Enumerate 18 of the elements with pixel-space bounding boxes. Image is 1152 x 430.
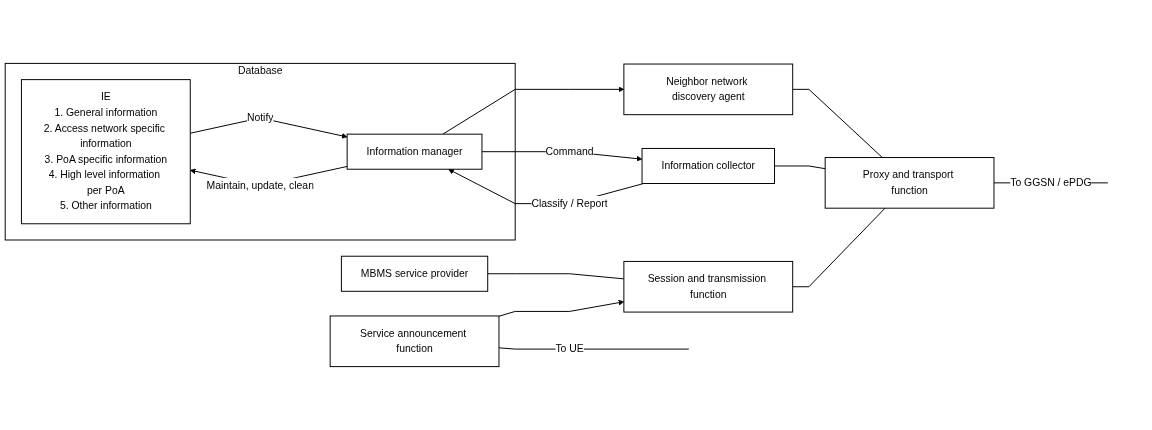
- edge-label: Maintain, update, clean: [206, 179, 314, 191]
- edge-label: To GGSN / ePDG: [1010, 177, 1092, 189]
- node-box: Information collector: [641, 147, 775, 184]
- edge-label: To UE: [555, 343, 584, 355]
- node-box: Service announcement function: [329, 315, 500, 368]
- connector: [792, 88, 883, 159]
- edge-label: Command: [545, 145, 594, 157]
- node-box: Information manager: [346, 133, 483, 170]
- connector: [487, 273, 625, 280]
- connector: [792, 207, 886, 288]
- edge-label: Notify: [246, 112, 274, 124]
- node-box: MBMS service provider: [340, 255, 489, 292]
- node-box: Neighbor network discovery agent: [623, 63, 794, 116]
- node-box: Session and transmission function: [623, 260, 794, 313]
- edge-label: Classify / Report: [531, 197, 608, 209]
- node-box: Proxy and transport function: [824, 157, 995, 209]
- connector: [774, 165, 826, 170]
- node-box: IE 1. General information 2. Access network specific information 3. PoA specific information 4. High level information per PoA 5. Other information: [20, 79, 191, 225]
